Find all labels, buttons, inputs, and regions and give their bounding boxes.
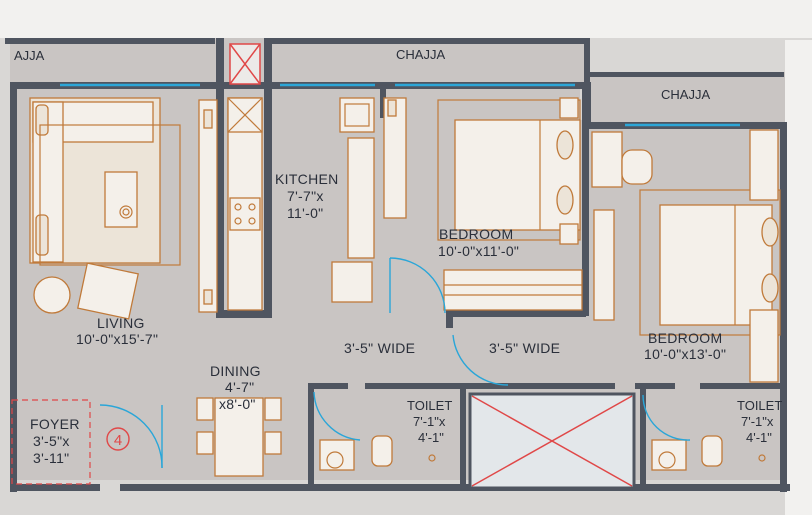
toilet2-name: TOILET xyxy=(737,398,782,413)
bedroom1-dim: 10'-0"x11'-0" xyxy=(438,243,519,259)
bedroom1-furniture xyxy=(331,97,583,311)
entry-marker: 4 xyxy=(106,427,130,451)
toilet2-dim2: 4'-1" xyxy=(746,430,772,445)
kitchen-counters xyxy=(198,97,263,313)
living-name: LIVING xyxy=(97,315,145,331)
toilet1-dim1: 7'-1"x xyxy=(413,414,446,429)
toilet1-name: TOILET xyxy=(407,398,452,413)
kitchen-name: KITCHEN xyxy=(275,171,339,187)
entry-number: 4 xyxy=(114,432,122,449)
bedroom2-furniture xyxy=(591,129,781,383)
foyer-name: FOYER xyxy=(30,416,80,432)
duct-shaft xyxy=(229,43,636,490)
dining-dim1: 4'-7" xyxy=(225,379,254,395)
living-sofa xyxy=(29,97,181,320)
kitchen-dim2: 11'-0" xyxy=(287,205,323,221)
passage-left-label: 3'-5" WIDE xyxy=(344,340,415,356)
toilet-fixtures xyxy=(319,435,766,471)
living-dim: 10'-0"x15'-7" xyxy=(76,331,158,347)
toilet2-dim1: 7'-1"x xyxy=(741,414,774,429)
passage-right-label: 3'-5" WIDE xyxy=(489,340,560,356)
dining-set xyxy=(196,397,282,477)
top-margin xyxy=(0,0,812,38)
balcony-right-label: CHAJJA xyxy=(661,87,710,102)
dining-name: DINING xyxy=(210,363,261,379)
right-margin xyxy=(785,40,812,515)
bedroom2-dim: 10'-0"x13'-0" xyxy=(644,346,726,362)
balcony-top-label: CHAJJA xyxy=(396,47,445,62)
foyer-outline xyxy=(11,399,91,485)
windows xyxy=(60,83,740,127)
foyer-dim2: 3'-11" xyxy=(33,450,69,466)
foyer-dim1: 3'-5"x xyxy=(33,433,70,449)
balcony-parapets xyxy=(5,38,784,88)
doors xyxy=(99,257,691,469)
dining-dim2: x8'-0" xyxy=(219,396,256,412)
bedroom2-name: BEDROOM xyxy=(648,330,722,346)
bedroom1-name: BEDROOM xyxy=(439,226,513,242)
toilet1-dim2: 4'-1" xyxy=(418,430,444,445)
balcony-left-label: AJJA xyxy=(14,48,45,63)
kitchen-dim1: 7'-7"x xyxy=(287,188,324,204)
